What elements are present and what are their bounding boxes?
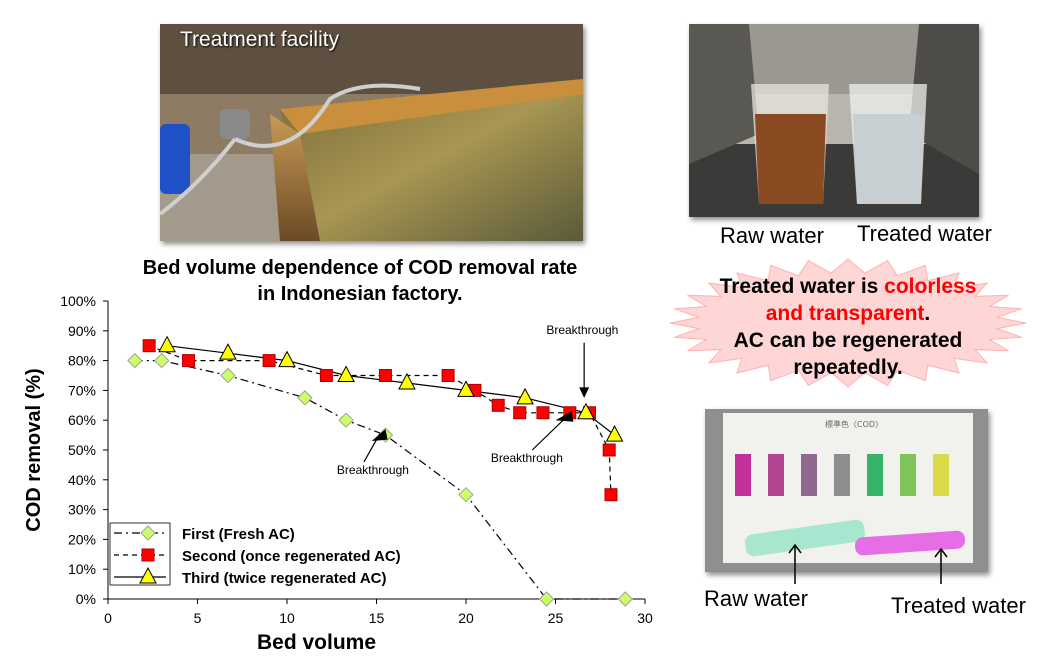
raw-water-arrowhead-icon bbox=[788, 543, 802, 554]
series-2-point bbox=[441, 369, 455, 382]
y-tick-label: 40% bbox=[68, 472, 96, 488]
series-1-point bbox=[127, 352, 143, 369]
message-line-1: Treated water is colorless bbox=[670, 273, 1026, 300]
cod-color-swatch bbox=[834, 454, 850, 496]
y-tick-label: 100% bbox=[60, 293, 96, 309]
message-burst-shape bbox=[669, 258, 1027, 388]
x-tick-label: 0 bbox=[104, 610, 112, 626]
series-3-point bbox=[219, 343, 237, 360]
chart-title-line-1: Bed volume dependence of COD removal rat… bbox=[142, 257, 578, 279]
treatment-facility-label: Treatment facility bbox=[180, 28, 340, 51]
series-3-point bbox=[516, 387, 534, 405]
legend-box bbox=[109, 522, 171, 586]
legend-marker bbox=[139, 566, 157, 584]
treated-water-cup-caption: Treated water bbox=[857, 221, 992, 246]
message-line-4: repeatedly. bbox=[793, 356, 903, 379]
series-3-point bbox=[457, 380, 475, 397]
series-2-point bbox=[536, 406, 550, 420]
message-text: Treated water is colorless and transpare… bbox=[670, 273, 1026, 381]
cod-color-swatch bbox=[735, 454, 751, 496]
raw-water-cup-caption: Raw water bbox=[720, 223, 824, 248]
series-1-point bbox=[220, 367, 236, 384]
cod-test-kit-photo: 標準色〈COD〉 bbox=[705, 409, 988, 572]
kit-arrows bbox=[788, 543, 948, 584]
cod-color-swatch bbox=[801, 454, 817, 496]
series-2-point bbox=[602, 443, 616, 457]
series-2-point bbox=[604, 488, 618, 502]
series-2-point bbox=[182, 354, 196, 368]
annotation-label: Breakthrough bbox=[337, 463, 409, 477]
legend-marker bbox=[140, 525, 156, 541]
y-tick-label: 0% bbox=[76, 591, 96, 607]
series-1-point bbox=[538, 591, 555, 607]
y-tick-label: 20% bbox=[68, 531, 96, 547]
series-3-point bbox=[278, 350, 296, 368]
annotation-label: Breakthrough bbox=[491, 451, 563, 465]
series-1-point bbox=[617, 591, 634, 607]
annotation-arrowhead-icon bbox=[555, 411, 574, 422]
series-2-point bbox=[513, 406, 527, 420]
treated-water-arrowhead-icon bbox=[934, 547, 948, 558]
message-highlight-colorless: colorless bbox=[884, 275, 977, 298]
series-3-point bbox=[337, 365, 355, 382]
series-2-point bbox=[378, 369, 392, 382]
cod-color-swatch bbox=[867, 454, 883, 496]
legend-marker bbox=[141, 548, 155, 562]
annotation-arrowhead-icon bbox=[371, 429, 388, 442]
y-axis-label: COD removal (%) bbox=[23, 368, 45, 531]
series-1-point bbox=[297, 390, 313, 406]
message-highlight-transparent: and transparent bbox=[765, 302, 925, 325]
cod-test-kit-image bbox=[705, 409, 988, 572]
message-line-2: and transparent. bbox=[670, 300, 1026, 327]
x-tick-label: 25 bbox=[548, 610, 564, 626]
series-3-point bbox=[398, 372, 416, 390]
series-3-point bbox=[605, 425, 624, 442]
y-tick-label: 90% bbox=[68, 323, 96, 339]
cod-color-swatch bbox=[933, 454, 949, 496]
legend-label: First (Fresh AC) bbox=[182, 526, 295, 543]
y-tick-label: 50% bbox=[68, 442, 96, 458]
series-2-point bbox=[491, 398, 505, 412]
x-axis-label: Bed volume bbox=[257, 631, 376, 654]
series-2-point bbox=[319, 369, 333, 382]
legend-label: Second (once regenerated AC) bbox=[182, 548, 401, 565]
series-1-point bbox=[338, 412, 354, 428]
cups-image bbox=[689, 24, 979, 217]
annotation-label: Breakthrough bbox=[546, 323, 618, 337]
treatment-facility-photo: Treatment facility bbox=[160, 24, 583, 241]
cups-photo bbox=[689, 24, 979, 217]
x-tick-label: 20 bbox=[458, 610, 474, 626]
message-line-1-start: Treated water is bbox=[719, 275, 885, 298]
x-tick-label: 15 bbox=[369, 610, 385, 626]
x-tick-label: 5 bbox=[194, 610, 202, 626]
message-line-2-end: . bbox=[924, 302, 931, 325]
cod-card-title: 標準色〈COD〉 bbox=[825, 420, 884, 429]
chart-title-line-2: in Indonesian factory. bbox=[257, 283, 463, 305]
cod-removal-chart: 0% 10% 20% 30% 40% 50% 60% 70% 80% 90% 100% 0 5 10 15 2… bbox=[23, 293, 653, 654]
legend-label: Third (twice regenerated AC) bbox=[182, 570, 386, 587]
x-tick-label: 30 bbox=[637, 610, 653, 626]
annotation-arrow-icon bbox=[531, 416, 567, 451]
y-tick-label: 10% bbox=[68, 561, 96, 577]
series-1-point bbox=[153, 352, 170, 369]
raw-water-kit-caption: Raw water bbox=[704, 586, 808, 611]
series-2-point bbox=[142, 339, 156, 353]
message-line-3: AC can be regenerated bbox=[733, 329, 963, 352]
y-tick-label: 70% bbox=[68, 382, 96, 398]
y-tick-label: 60% bbox=[68, 412, 96, 428]
y-tick-label: 30% bbox=[68, 502, 96, 518]
cod-color-swatch bbox=[768, 454, 784, 496]
chart-title: Bed volume dependence of COD removal rat… bbox=[60, 255, 660, 307]
series-2-point bbox=[262, 354, 276, 368]
treated-water-kit-caption: Treated water bbox=[891, 593, 1026, 618]
series-3-point bbox=[577, 402, 595, 420]
cod-color-swatch bbox=[900, 454, 916, 496]
treatment-facility-image bbox=[160, 24, 583, 241]
series-3-point bbox=[158, 335, 176, 353]
x-tick-label: 10 bbox=[279, 610, 295, 626]
y-tick-label: 80% bbox=[68, 353, 96, 369]
annotation-arrowhead-icon bbox=[579, 387, 590, 398]
series-1-point bbox=[458, 486, 474, 503]
